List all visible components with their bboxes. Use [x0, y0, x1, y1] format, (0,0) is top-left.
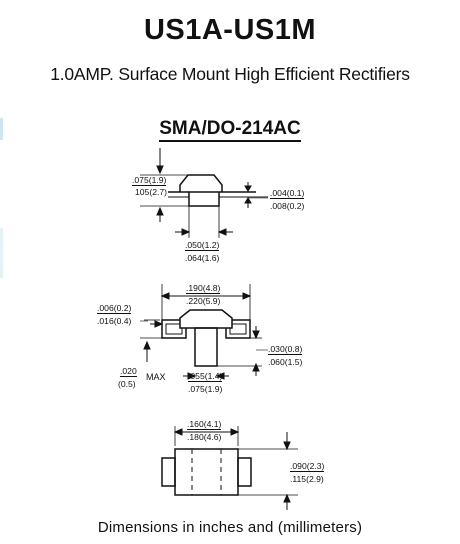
side-pw-arrowhead-l: [187, 372, 197, 380]
top-lead-w-max: .064(1.6): [185, 253, 220, 263]
top-view: [140, 148, 268, 238]
edge-mark: [0, 118, 3, 140]
package-title: SMA/DO-214AC: [0, 118, 460, 142]
bot-w-arrowhead-l: [173, 428, 183, 436]
package-label: SMA/DO-214AC: [159, 118, 301, 142]
bot-body-h-min: .090(2.3): [290, 461, 325, 472]
top-body-lower: [188, 191, 220, 207]
side-pad-w-min: .055(1.4): [188, 371, 223, 382]
bot-h-arrowhead-bot: [283, 493, 291, 503]
bot-h-arrowhead-top: [283, 441, 291, 451]
side-lead-right-inner: [229, 323, 247, 335]
side-ow-arrowhead-l: [160, 292, 170, 300]
side-bh-arrowhead-top: [252, 330, 260, 340]
side-standoff-min: .020: [120, 366, 137, 377]
bot-body-w-min: .160(4.1): [187, 419, 222, 430]
edge-mark: [0, 228, 3, 278]
side-pad-w-max: .075(1.9): [188, 384, 223, 394]
bot-body-h-max: .115(2.9): [290, 474, 324, 484]
top-lead-thk-min: .004(0.1): [270, 188, 305, 199]
top-leadw-arrowhead-l: [181, 228, 191, 236]
top-lead-w-min: .050(1.2): [185, 240, 220, 251]
page-title: US1A-US1M: [143, 14, 317, 46]
bot-terminal-left: [161, 457, 176, 487]
side-view: [140, 284, 268, 380]
top-height-arrowhead: [156, 165, 164, 175]
side-lead-t-min: .006(0.2): [97, 303, 132, 314]
bot-terminal-right: [237, 457, 252, 487]
top-leadw-arrowhead-r: [217, 228, 227, 236]
top-height-arrowhead-2: [156, 206, 164, 216]
top-height-min: .075(1.9): [132, 175, 167, 186]
side-standoff-note: MAX: [146, 372, 166, 382]
side-lead-t-max: .016(0.4): [97, 316, 132, 326]
bot-w-arrowhead-r: [230, 428, 240, 436]
side-lt-arrowhead: [154, 320, 164, 328]
side-ow-arrowhead-r: [242, 292, 252, 300]
bot-body: [174, 448, 239, 496]
bottom-view: [161, 426, 298, 510]
side-bh-arrowhead-bot: [252, 362, 260, 372]
side-overall-w-max: .220(5.9): [186, 296, 221, 306]
top-thk-arrowhead-bot: [244, 197, 252, 204]
page-subtitle: 1.0AMP. Surface Mount High Efficient Rec…: [50, 64, 410, 84]
side-overall-w-min: .190(4.8): [186, 283, 221, 294]
side-standoff-max: (0.5): [118, 379, 136, 389]
side-stem: [194, 327, 218, 367]
side-body-h-min: .030(0.8): [268, 344, 303, 355]
side-body-h-max: .060(1.5): [268, 357, 303, 367]
top-height-max: 105(2.7): [135, 187, 168, 197]
top-thk-arrowhead-top: [244, 185, 252, 192]
side-pw-arrowhead-r: [215, 372, 225, 380]
side-lead-left-inner: [165, 323, 183, 335]
bot-body-w-max: .180(4.6): [187, 432, 222, 442]
top-lead-thk-max: .008(0.2): [270, 201, 305, 211]
side-so-arrowhead: [143, 340, 151, 350]
dimensions-note: Dimensions in inches and (millimeters): [97, 519, 363, 536]
top-body-outline: [179, 174, 223, 192]
side-body: [179, 309, 233, 329]
